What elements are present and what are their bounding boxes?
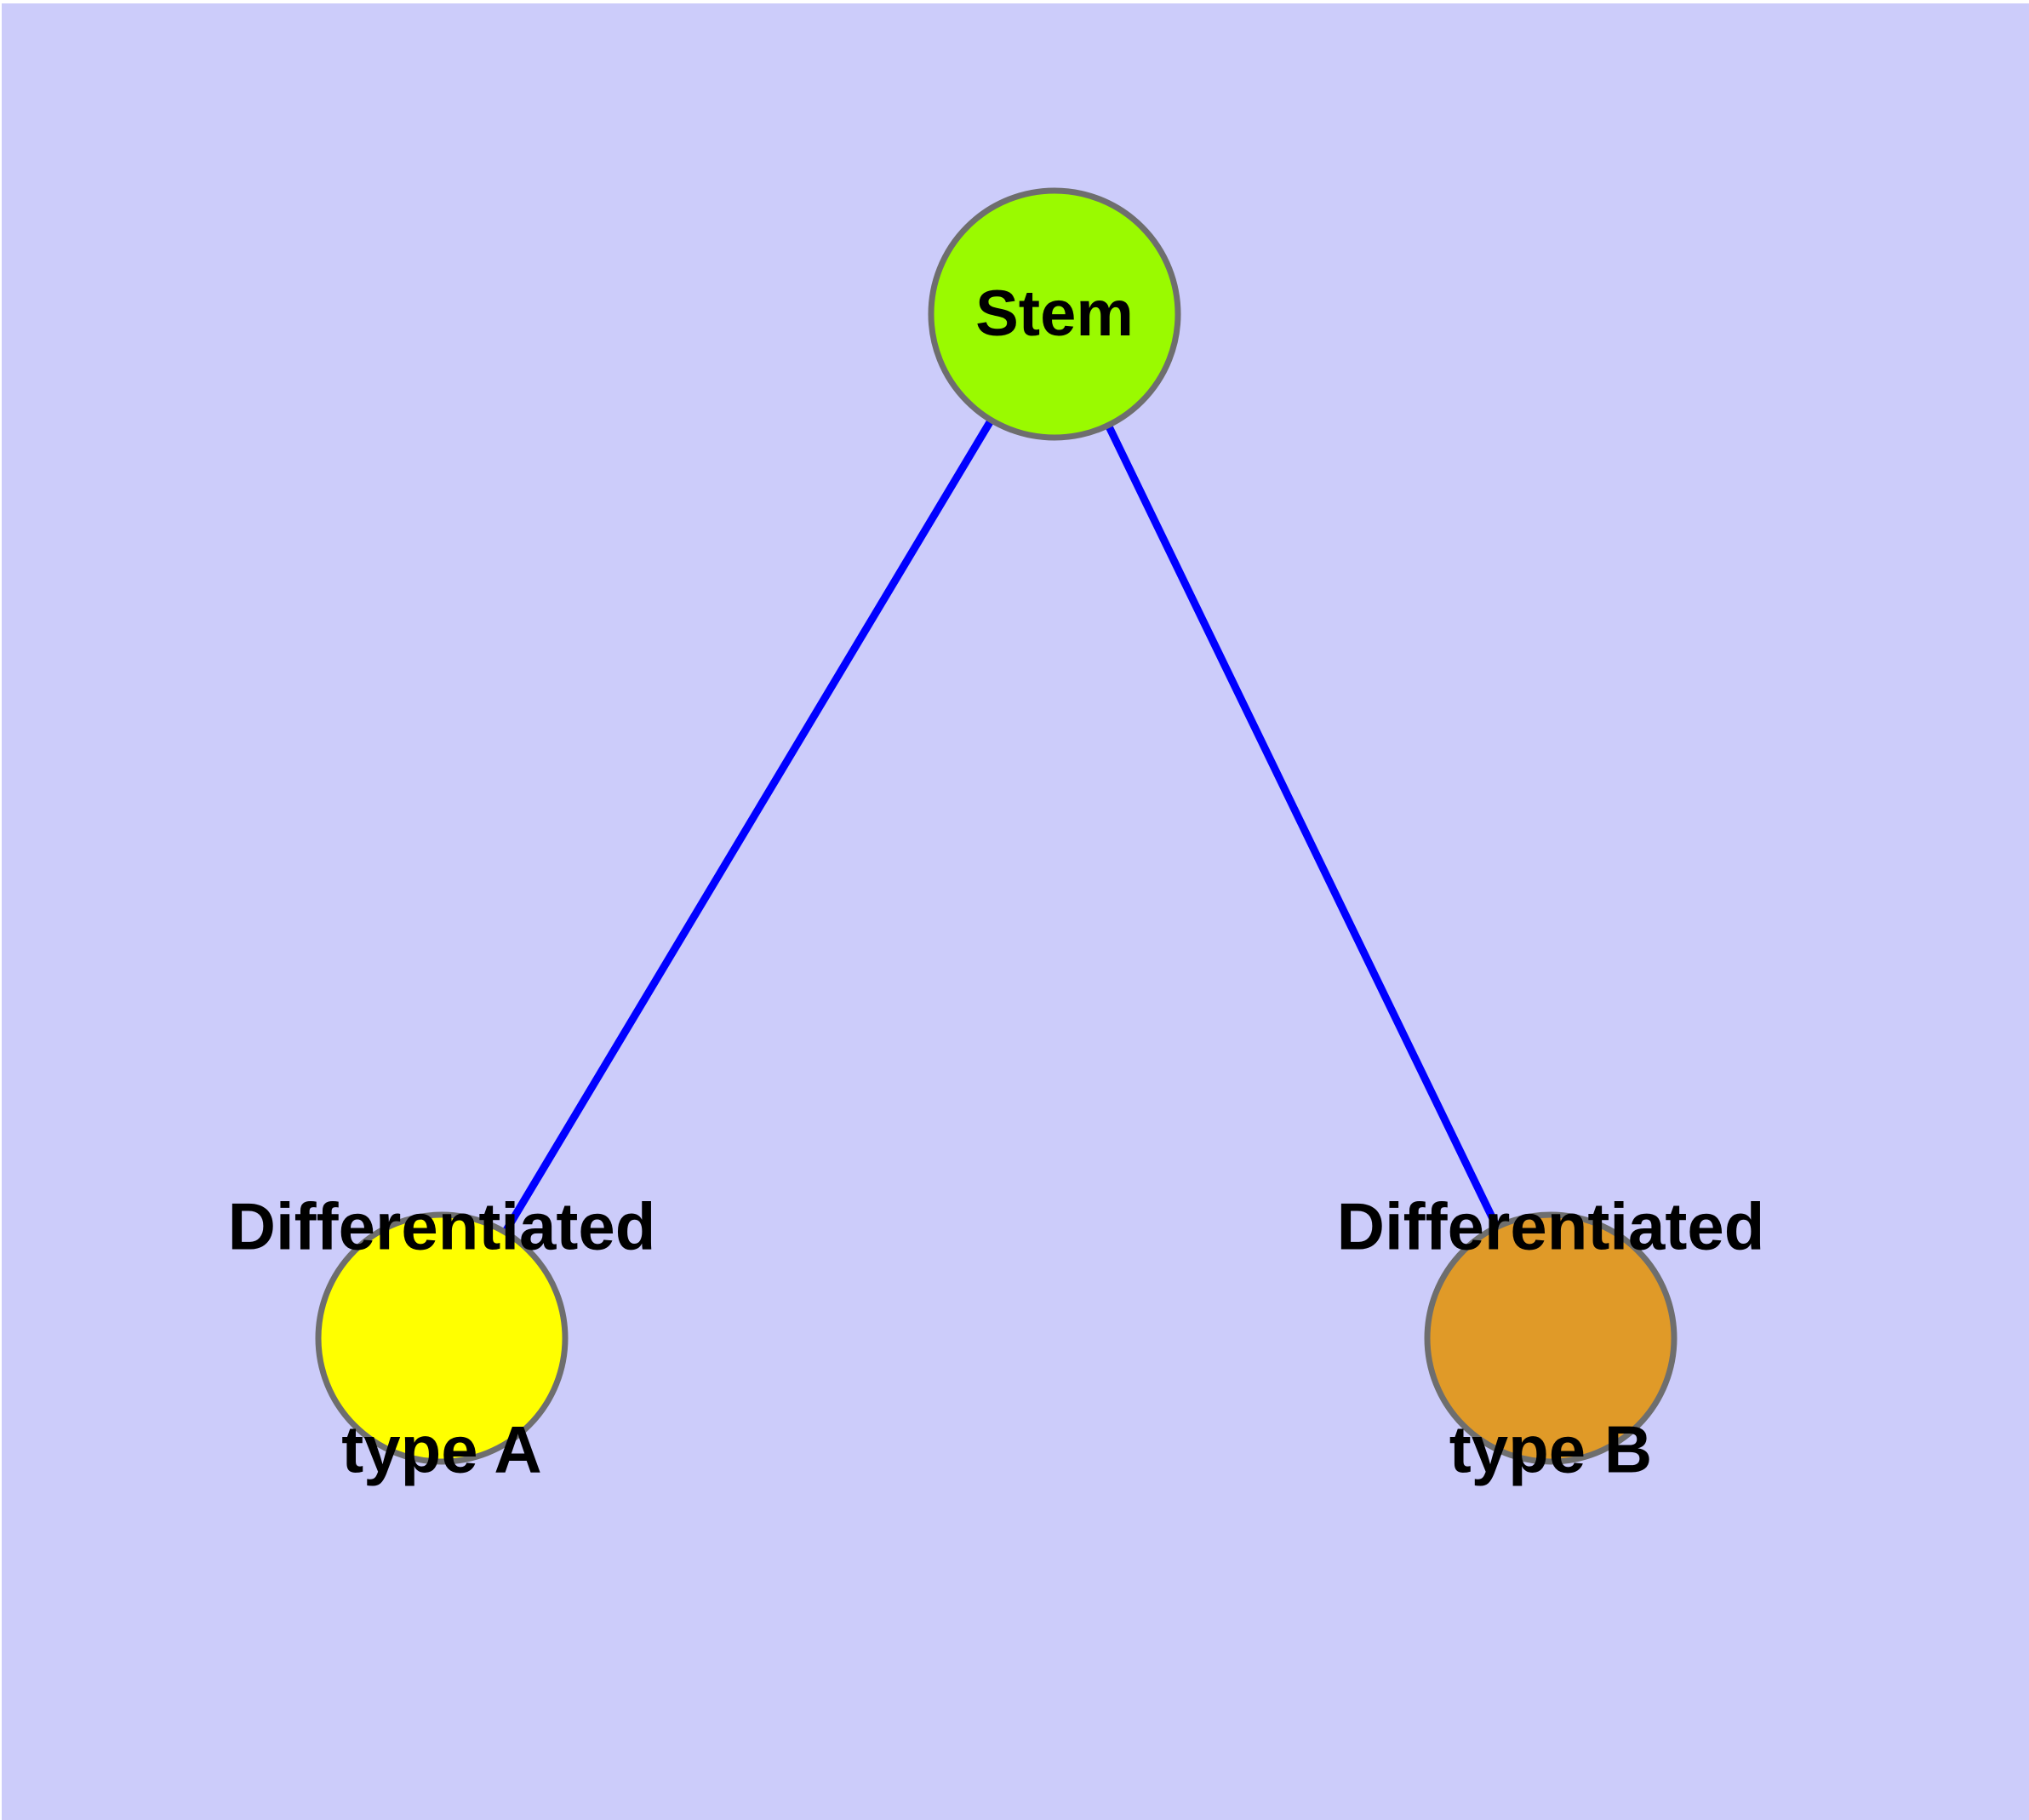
edge-stem-to-differentiated-type-b (1050, 312, 1555, 1340)
graph-svg (315, 187, 1677, 1465)
edge-layer (438, 312, 1555, 1341)
diagram-plot-area: Stem Differentiated type A Differentiate… (2, 3, 2029, 1820)
node-differentiated-type-a[interactable] (315, 1211, 569, 1465)
edge-stem-to-differentiated-type-a (438, 312, 1058, 1341)
node-differentiated-type-b[interactable] (1424, 1211, 1677, 1465)
node-stem[interactable] (928, 187, 1181, 441)
node-layer (315, 187, 1677, 1465)
